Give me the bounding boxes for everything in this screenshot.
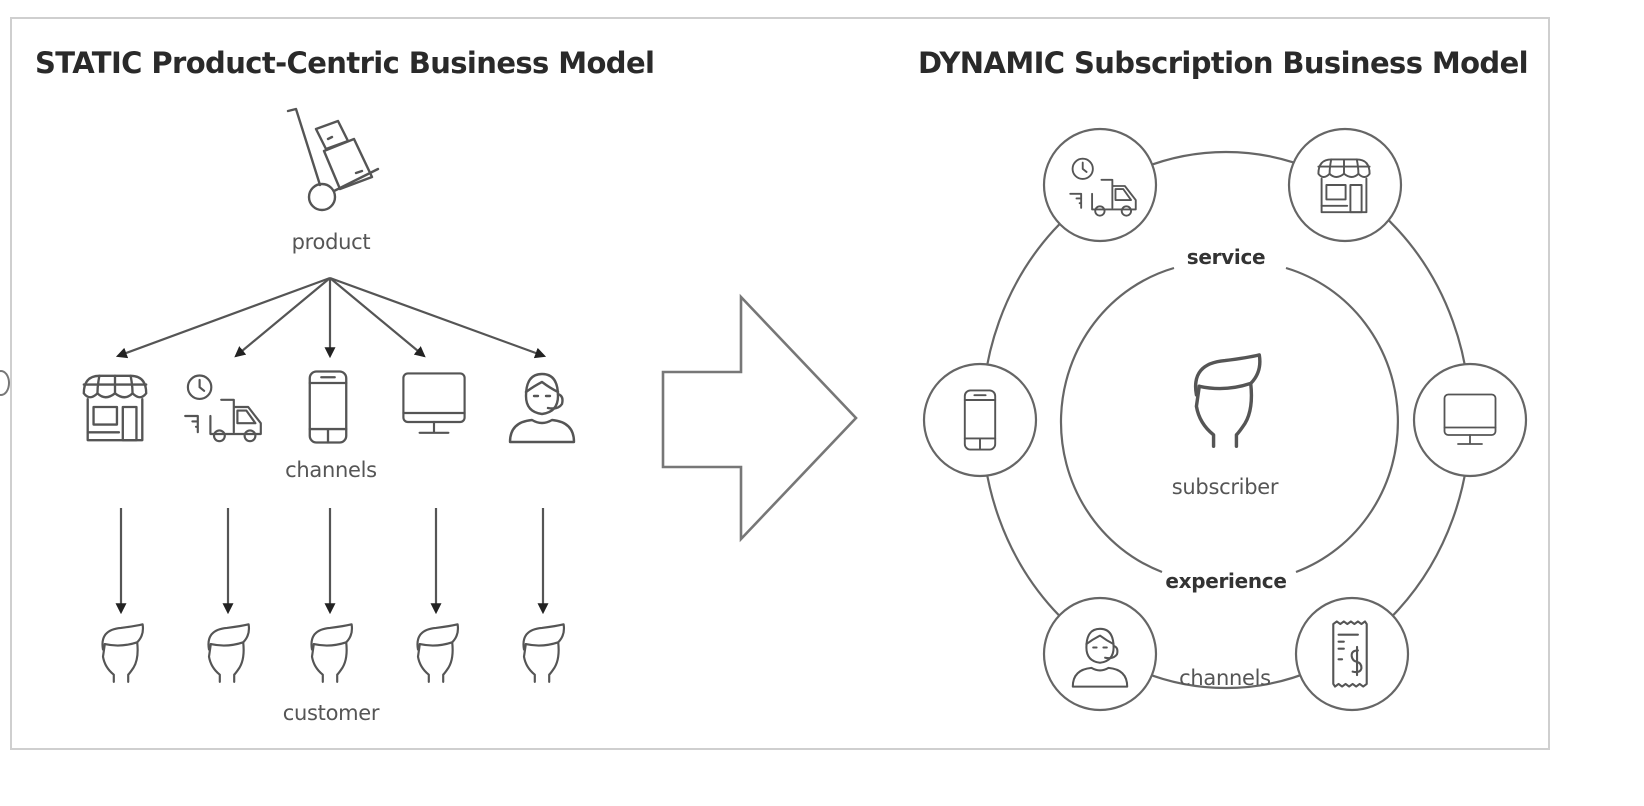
channels-label: channels	[285, 458, 377, 482]
dynamic-model: DYNAMIC Subscription Business Model serv…	[918, 46, 1529, 712]
desktop-monitor-icon	[402, 372, 466, 434]
channel-node-store	[1287, 127, 1403, 243]
channel-node-support	[1042, 596, 1158, 712]
product-label: product	[292, 230, 371, 254]
static-channels	[82, 370, 576, 444]
channel-node-billing	[1294, 596, 1410, 712]
customer-icon	[522, 623, 566, 683]
channel-node-mobile	[922, 362, 1038, 478]
inner-ring-left-arc	[1059, 266, 1175, 574]
channels-ring-label: channels	[1179, 666, 1271, 690]
customer-icon	[416, 623, 460, 683]
product-to-channel-arrows	[115, 276, 547, 359]
customers	[101, 623, 566, 683]
subscriber-icon	[1193, 353, 1262, 449]
arrow-to-store	[115, 276, 331, 359]
channel-node-web	[1412, 362, 1528, 478]
inner-ring-right-arc	[1285, 266, 1399, 574]
customer-label: customer	[283, 701, 380, 725]
hand-truck-icon	[286, 107, 380, 212]
arrow-to-support	[329, 276, 547, 359]
customer-icon	[207, 623, 251, 683]
delivery-truck-icon	[184, 374, 262, 443]
subscriber-label: subscriber	[1172, 475, 1279, 499]
customer-icon	[101, 623, 145, 683]
smartphone-icon	[308, 370, 348, 444]
service-label: service	[1187, 245, 1266, 269]
storefront-icon	[82, 374, 148, 442]
arrow-to-web	[329, 277, 426, 358]
diagram-frame	[10, 17, 1550, 750]
right-arrow-icon	[661, 293, 858, 543]
static-model-title: STATIC Product-Centric Business Model	[35, 46, 654, 80]
channel-node-delivery	[1042, 127, 1158, 243]
arrow-to-delivery	[234, 277, 331, 358]
dynamic-channels	[922, 127, 1528, 712]
experience-label: experience	[1165, 569, 1286, 593]
dynamic-model-title: DYNAMIC Subscription Business Model	[918, 46, 1528, 80]
static-model: STATIC Product-Centric Business Model pr…	[35, 46, 655, 725]
customer-icon	[310, 623, 354, 683]
support-agent-icon	[508, 372, 576, 444]
channel-to-customer-arrows	[115, 508, 549, 615]
